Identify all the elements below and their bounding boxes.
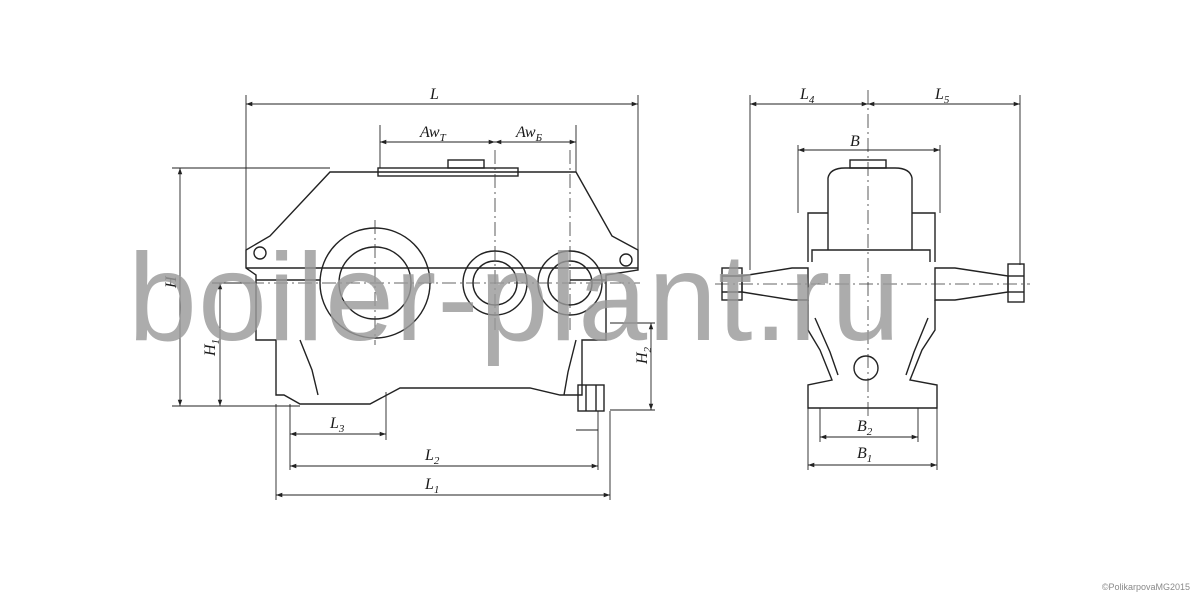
label-L4: L4 — [799, 86, 815, 106]
front-centerlines — [250, 150, 640, 345]
side-dimensions — [749, 95, 1021, 470]
label-L: L — [429, 86, 439, 103]
copyright-text: ©PolikarpovaMG2015 — [1101, 582, 1190, 592]
label-awt: AwТ — [419, 124, 447, 144]
label-B: B — [850, 133, 860, 150]
breather-cap — [447, 159, 485, 169]
drain-plug — [853, 355, 879, 381]
label-L1: L1 — [424, 476, 439, 496]
front-dimensions — [172, 95, 655, 500]
side-lower-housing — [807, 300, 938, 409]
housing-outline — [245, 171, 639, 405]
label-awb: AwБ — [515, 124, 543, 144]
label-H1: H1 — [202, 339, 222, 357]
label-B1: B1 — [857, 445, 872, 465]
lifting-eye-left — [253, 246, 267, 260]
label-H: H — [163, 275, 180, 289]
lifting-eye-right — [619, 253, 633, 267]
label-L3: L3 — [329, 415, 345, 435]
label-L2: L2 — [424, 447, 440, 467]
label-H2: H2 — [634, 346, 654, 365]
label-L5: L5 — [934, 86, 950, 106]
label-B2: B2 — [857, 418, 873, 438]
foot-bolt-block — [577, 384, 605, 412]
right-shaft-nut — [1007, 263, 1025, 303]
side-centerlines — [715, 90, 1030, 420]
watermark-text: boiler-plant.ru — [128, 229, 902, 367]
